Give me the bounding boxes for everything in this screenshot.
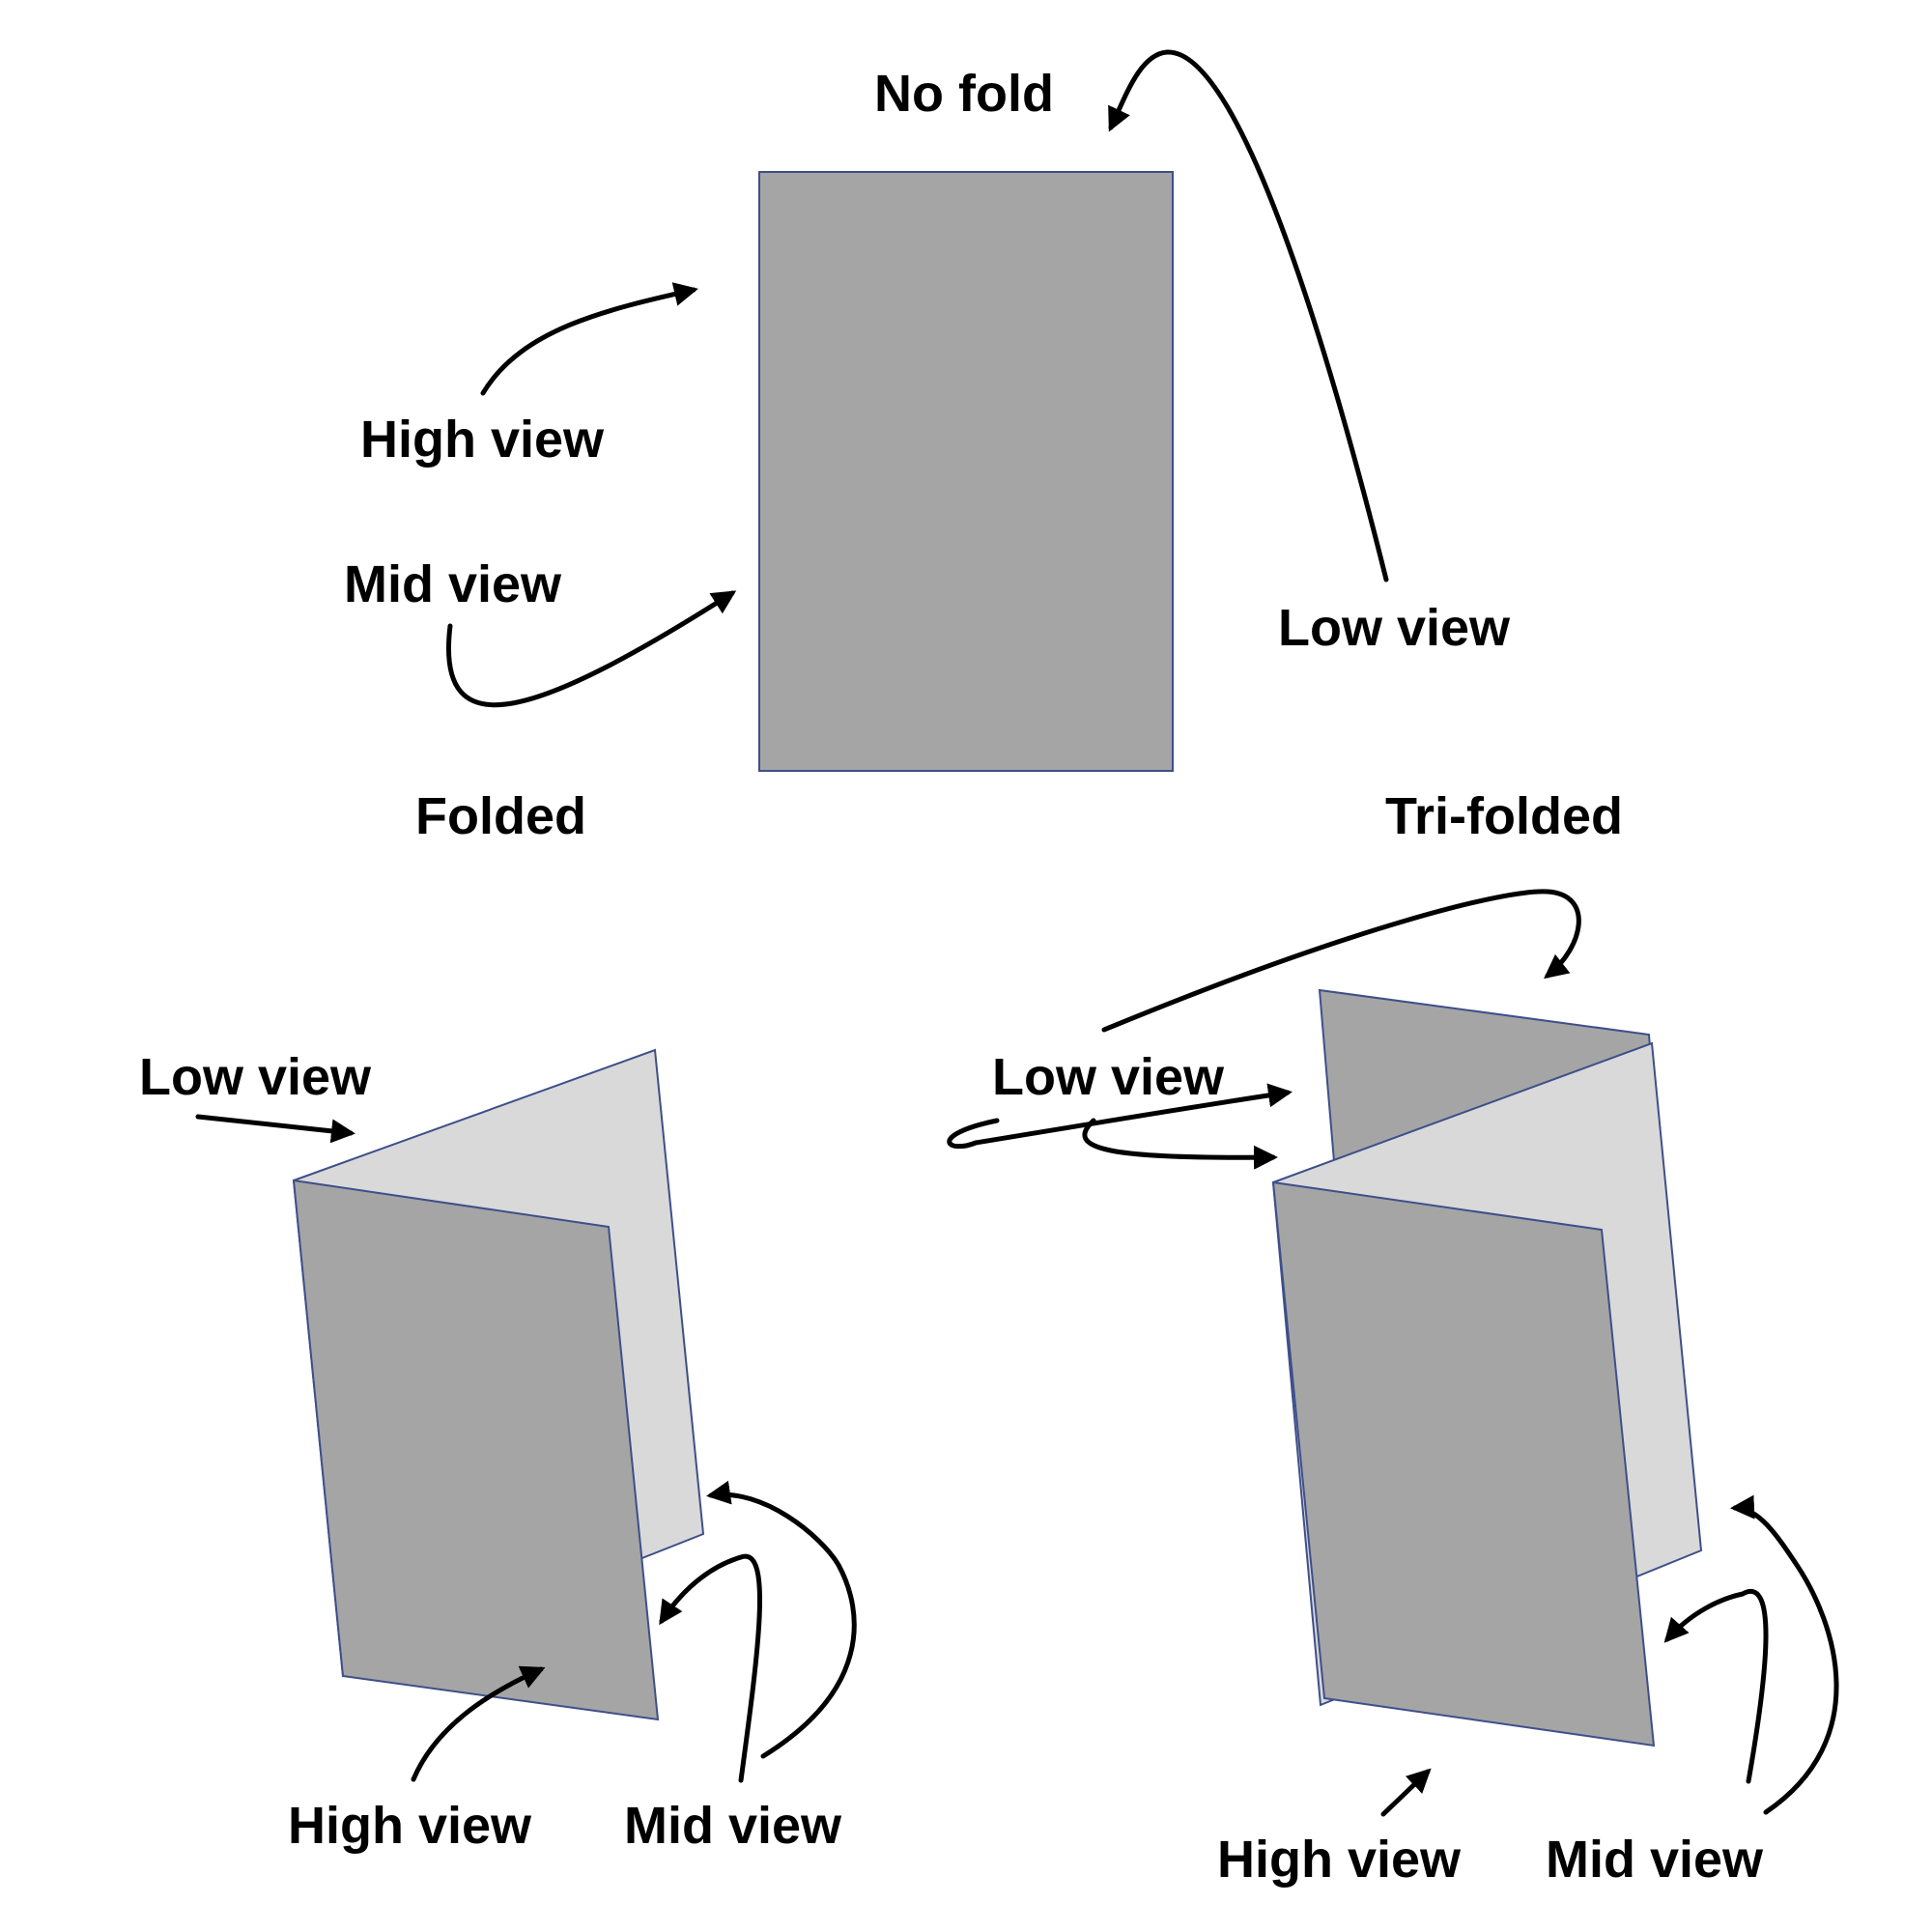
tri-folded-mid-view-label: Mid view [1546,1831,1764,1889]
folded-mid-view-arrow-inner [659,1553,762,1783]
flat-sheet [758,171,1174,772]
no-fold-low-view-label: Low view [1278,599,1511,657]
folded-high-view-arrow [411,1665,546,1782]
folded-front-panel [292,1179,660,1721]
folded-high-view-label: High view [288,1797,532,1855]
tri-folded-front-panel [1271,1180,1656,1747]
tri-folded-mid-view-arrow-outer [1730,1494,1839,1815]
no-fold-low-view-arrow [1108,49,1389,582]
tri-folded-low-view-arrow-middle [947,1083,1293,1150]
no-fold-high-view-label: High view [360,411,605,469]
folded-title: Folded [415,787,586,845]
folded-low-view-arrow [195,1114,355,1144]
tri-folded-low-view-label: Low view [992,1048,1225,1106]
no-fold-mid-view-arrow [446,590,737,708]
tri-folded-high-view-label: High view [1217,1831,1462,1889]
folded-section: Folded Low view High view Mid view [139,787,857,1855]
folded-mid-view-label: Mid view [624,1797,842,1855]
no-fold-title: No fold [874,65,1054,123]
tri-folded-low-view-arrow-lower [1082,1118,1278,1170]
tri-folded-mid-view-arrow-inner [1663,1589,1769,1784]
folded-low-view-label: Low view [139,1048,372,1106]
no-fold-mid-view-label: Mid view [344,555,562,613]
folded-mid-view-arrow-outer [706,1480,857,1759]
tri-folded-low-view-arrow-top [1101,889,1581,1033]
tri-folded-title: Tri-folded [1385,787,1623,845]
no-fold-section: No fold High view Mid view Low view [344,49,1511,772]
tri-folded-high-view-arrow [1380,1768,1432,1817]
tri-folded-section: Tri-folded Low view High view Mid view [947,787,1839,1889]
no-fold-high-view-arrow [480,282,698,396]
